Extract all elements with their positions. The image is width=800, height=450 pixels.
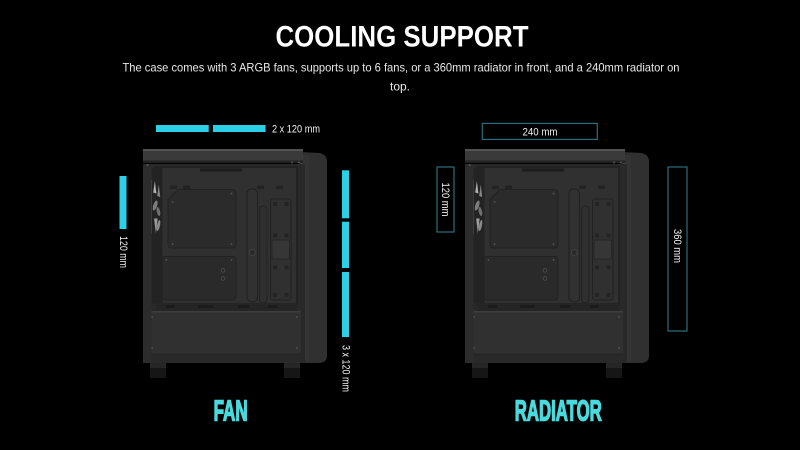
svg-text:The case comes with 3 ARGB fan: The case comes with 3 ARGB fans, support…: [123, 60, 680, 74]
svg-text:2 x 120 mm: 2 x 120 mm: [272, 124, 320, 136]
svg-text:top.: top.: [390, 80, 410, 94]
svg-text:360 mm: 360 mm: [671, 229, 683, 263]
svg-text:RADIATOR: RADIATOR: [515, 396, 602, 428]
svg-text:240 mm: 240 mm: [523, 127, 558, 139]
svg-text:120 mm: 120 mm: [439, 183, 451, 217]
svg-text:120 mm: 120 mm: [117, 236, 129, 268]
svg-text:3 x 120 mm: 3 x 120 mm: [340, 345, 352, 392]
svg-text:FAN: FAN: [214, 396, 248, 428]
svg-text:COOLING SUPPORT: COOLING SUPPORT: [276, 21, 529, 54]
